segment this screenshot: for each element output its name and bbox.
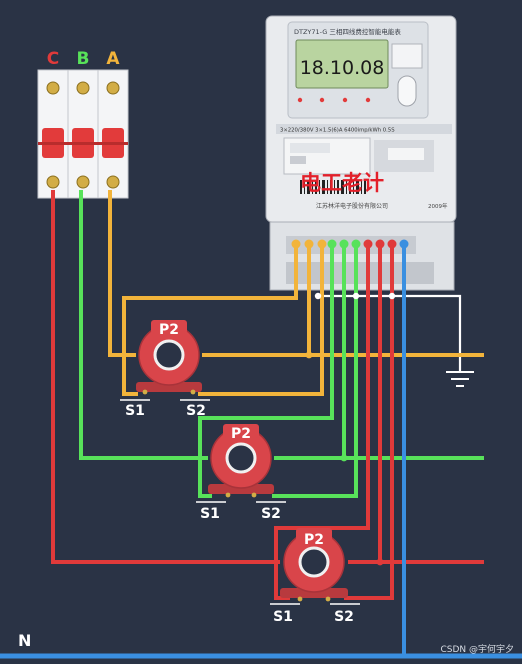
phase-label-a: A: [106, 49, 120, 69]
meter-display-value: 18.10.08: [300, 57, 385, 79]
phase-a-loop-inner: [198, 246, 324, 396]
neutral-label: N: [18, 631, 31, 650]
meter-button[interactable]: [397, 75, 417, 107]
ct-c-s2-label: S2: [334, 609, 354, 625]
phase-a-loop-outer: [122, 246, 298, 396]
meter-spec: 3×220/380V 3×1.5(6)A 6400imp/kWh 0.5S: [280, 128, 395, 134]
ct-c-p2-label: P2: [304, 532, 324, 548]
wiring: [0, 190, 522, 659]
meter-year: 2009年: [428, 202, 448, 210]
phase-c-loop-outer: [274, 246, 370, 600]
current-transformer-b: [208, 424, 274, 498]
phase-b-loop-inner: [272, 246, 358, 498]
ct-b-s1-label: S1: [200, 506, 220, 522]
phase-c-supply: [51, 190, 280, 564]
ct-a-p2-label: P2: [159, 322, 179, 338]
current-transformer-c: [280, 528, 348, 602]
phase-c-loop-inner: [344, 246, 394, 600]
meter-manufacturer: 江苏林洋电子股份有限公司: [316, 202, 388, 210]
current-transformer-a: [136, 320, 202, 395]
meter-terminals: [291, 239, 409, 249]
meter-model: DTZY71-G 三相四线费控智能电能表: [294, 27, 401, 36]
ct-a-s1-label: S1: [125, 403, 145, 419]
credit-text: CSDN @宇何宇夕: [440, 643, 514, 655]
phase-label-c: C: [47, 49, 59, 69]
circuit-breaker: [37, 69, 129, 199]
meter-barcode: [300, 180, 366, 194]
ct-b-s2-label: S2: [261, 506, 281, 522]
phase-b-supply: [79, 190, 208, 460]
ct-a-s2-label: S2: [186, 403, 206, 419]
ct-b-p2-label: P2: [231, 426, 251, 442]
phase-a-supply: [108, 190, 136, 357]
watermark: 电工老计: [300, 171, 384, 195]
phase-b-loop-outer: [198, 246, 334, 498]
ground-icon: [446, 371, 474, 387]
ct-c-s1-label: S1: [273, 609, 293, 625]
ground-wire: [318, 294, 462, 372]
junction-dots: [305, 292, 396, 566]
phase-label-b: B: [77, 49, 90, 69]
meter-lcd: [295, 39, 389, 89]
